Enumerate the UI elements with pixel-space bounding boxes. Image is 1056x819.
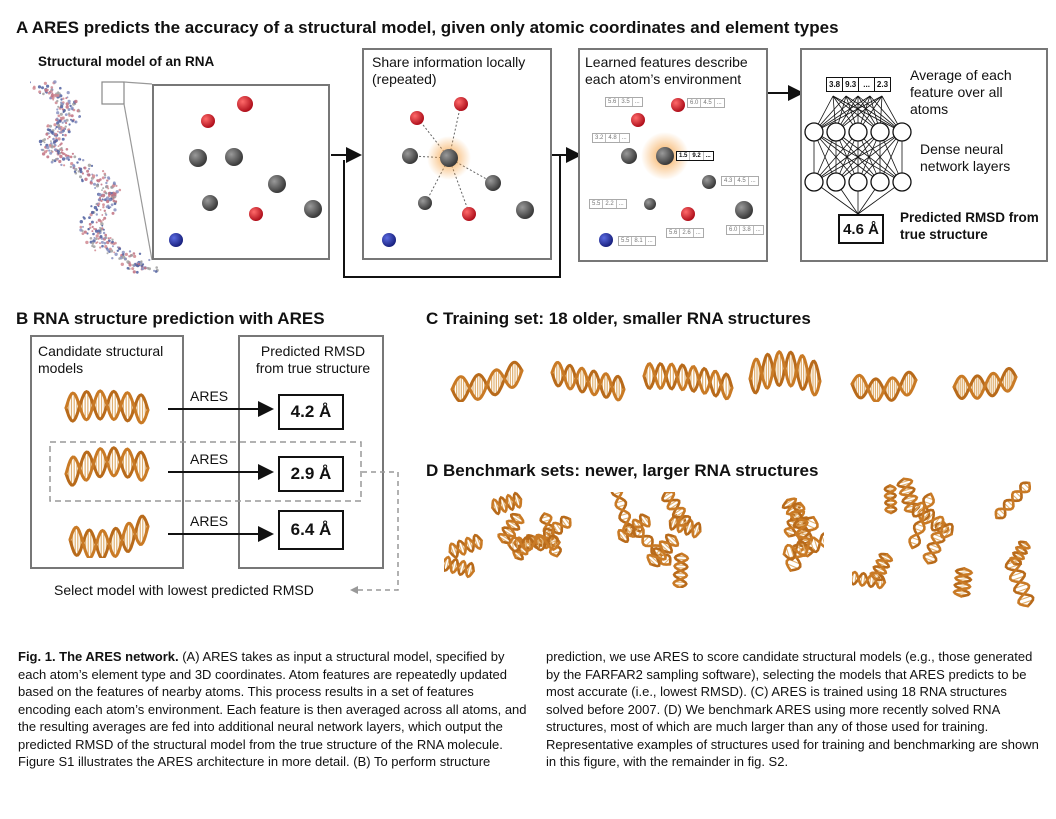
ares-arrow-label: ARES (190, 513, 229, 529)
flow-arrows-a (331, 85, 804, 278)
atoms-diagram (169, 96, 322, 247)
benchmark-rna-image (444, 491, 572, 579)
rmsd-value: 4.2 Å (278, 394, 344, 430)
predicted-rmsd-column-label: Predicted RMSD from true structure (255, 343, 371, 376)
benchmark-rna-image (781, 497, 824, 572)
predicted-rmsd-label: Predicted RMSD from true structure (900, 210, 1039, 242)
ares-arrow-label: ARES (190, 451, 229, 467)
panel-c-title: C Training set: 18 older, smaller RNA st… (426, 309, 811, 328)
average-feature-vector: 3.8 9.3 ... 2.3 (826, 77, 892, 92)
neural-network-diagram (804, 95, 912, 215)
training-rna-image (952, 366, 1018, 401)
ares-arrow-label: ARES (190, 388, 229, 404)
panel-b-title: B RNA structure prediction with ARES (16, 309, 325, 328)
learned-features-label: Learned features describe each atom’s en… (585, 54, 748, 87)
candidates-box (30, 335, 184, 569)
share-info-diagram (382, 97, 534, 247)
average-label: Average of each feature over all atoms (910, 67, 1012, 117)
training-rna-image (550, 360, 626, 402)
training-rna-image (642, 362, 734, 401)
benchmark-rna-image (852, 477, 1035, 608)
rmsd-value: 2.9 Å (278, 456, 344, 492)
candidate-rna-image (64, 446, 150, 487)
caption-left: Fig. 1. The ARES network. (A) ARES takes… (18, 649, 527, 769)
training-rna-image (748, 350, 822, 397)
candidate-rna-image (68, 514, 150, 558)
panel-a-title: A ARES predicts the accuracy of a struct… (16, 18, 839, 37)
structural-model-label: Structural model of an RNA (38, 54, 215, 69)
predicted-rmsd-output: 4.6 Å (838, 214, 884, 244)
share-info-label: Share information locally (repeated) (372, 54, 526, 87)
rmsd-value: 6.4 Å (278, 510, 344, 550)
caption-right: prediction, we use ARES to score candida… (546, 649, 1039, 769)
training-rna-image (850, 370, 918, 402)
zoom-lines (123, 81, 153, 261)
candidates-label: Candidate structural models (38, 343, 164, 376)
atoms-box (152, 84, 330, 260)
select-model-label: Select model with lowest predicted RMSD (54, 582, 314, 598)
training-rna-image (450, 360, 524, 402)
panel-d-title: D Benchmark sets: newer, larger RNA stru… (426, 461, 819, 480)
candidate-rna-image (64, 389, 150, 425)
dense-layers-label: Dense neural network layers (920, 141, 1011, 174)
learned-features-diagram (599, 98, 753, 247)
rna-atom-cloud-image (30, 80, 159, 274)
benchmark-rna-image (610, 492, 702, 588)
